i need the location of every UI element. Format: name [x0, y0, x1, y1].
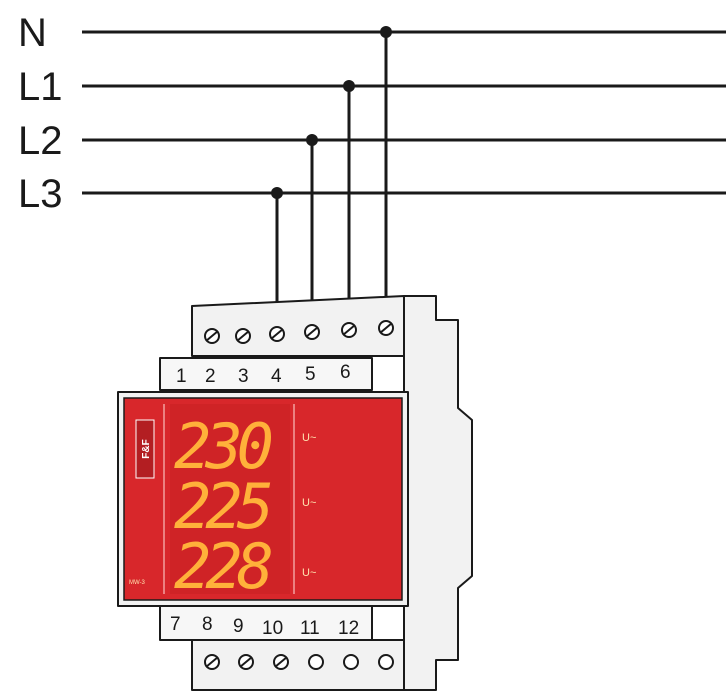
- terminal-number: 11: [300, 618, 320, 639]
- top-number-strip: [159, 357, 373, 391]
- unit-2: U~: [302, 497, 316, 509]
- junction-l1: [343, 80, 355, 92]
- line-label-n: N: [18, 11, 47, 55]
- terminal-number: 1: [176, 366, 187, 387]
- top-terminal-numbers: 1 2 3 4 5 6: [176, 362, 351, 387]
- screw-12: [378, 654, 394, 670]
- unit-1: U~: [302, 432, 316, 444]
- screw-10: [308, 654, 324, 670]
- junction-l3: [271, 187, 283, 199]
- terminal-number: 2: [205, 366, 216, 387]
- model-label: MW-3: [129, 580, 146, 586]
- junction-l2: [306, 134, 318, 146]
- top-terminal-block: [191, 295, 405, 357]
- bottom-screws: [204, 654, 394, 670]
- brand-logo: F&F: [135, 419, 155, 479]
- screw-11: [343, 654, 359, 670]
- terminal-number: 3: [238, 366, 249, 387]
- reading-3: 228: [174, 530, 272, 603]
- reading-2: 225: [174, 470, 271, 543]
- digit-window: [170, 404, 290, 594]
- terminal-number: 6: [340, 362, 351, 383]
- top-screws: [204, 320, 394, 344]
- terminal-number: 7: [170, 614, 181, 635]
- bottom-terminal-block: [191, 639, 405, 691]
- line-label-l2: L2: [18, 119, 63, 163]
- device-side-body: [403, 295, 473, 691]
- drop-wires: [275, 32, 388, 328]
- junction-dots: [271, 26, 392, 199]
- bottom-terminal-numbers: 7 8 9 10 11 12: [170, 614, 359, 639]
- terminal-number: 4: [271, 366, 282, 387]
- terminal-number: 8: [202, 614, 213, 635]
- terminal-number: 5: [305, 364, 316, 385]
- unit-3: U~: [302, 567, 316, 579]
- junction-n: [380, 26, 392, 38]
- reading-1: 230: [174, 410, 272, 483]
- power-lines: [82, 30, 726, 195]
- line-label-l1: L1: [18, 65, 63, 109]
- brand-text: F&F: [141, 439, 152, 458]
- terminal-number: 10: [262, 618, 283, 639]
- terminal-number: 9: [233, 616, 244, 637]
- terminal-number: 12: [338, 618, 359, 639]
- line-label-l3: L3: [18, 172, 63, 216]
